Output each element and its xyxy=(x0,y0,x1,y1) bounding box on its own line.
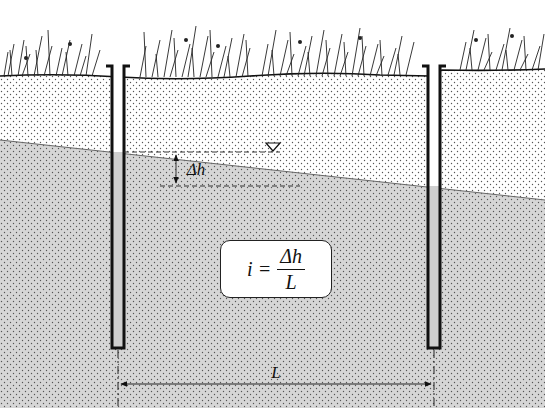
head-difference-label: Δh xyxy=(187,161,205,178)
right-well xyxy=(422,66,446,348)
water-table xyxy=(0,140,545,200)
water-level-symbol xyxy=(266,143,280,151)
formula-lhs: i = xyxy=(247,258,271,281)
head-difference xyxy=(124,152,300,186)
left-well xyxy=(106,66,130,348)
fraction-numerator: Δh xyxy=(277,246,305,270)
distance-label: L xyxy=(271,364,280,381)
fraction: ΔhL xyxy=(277,246,305,293)
formula-box: i = ΔhL xyxy=(220,240,332,298)
grass xyxy=(4,26,544,77)
saturated-soil xyxy=(0,140,545,408)
fraction-denominator: L xyxy=(285,270,296,293)
distance-dimension xyxy=(118,350,434,408)
